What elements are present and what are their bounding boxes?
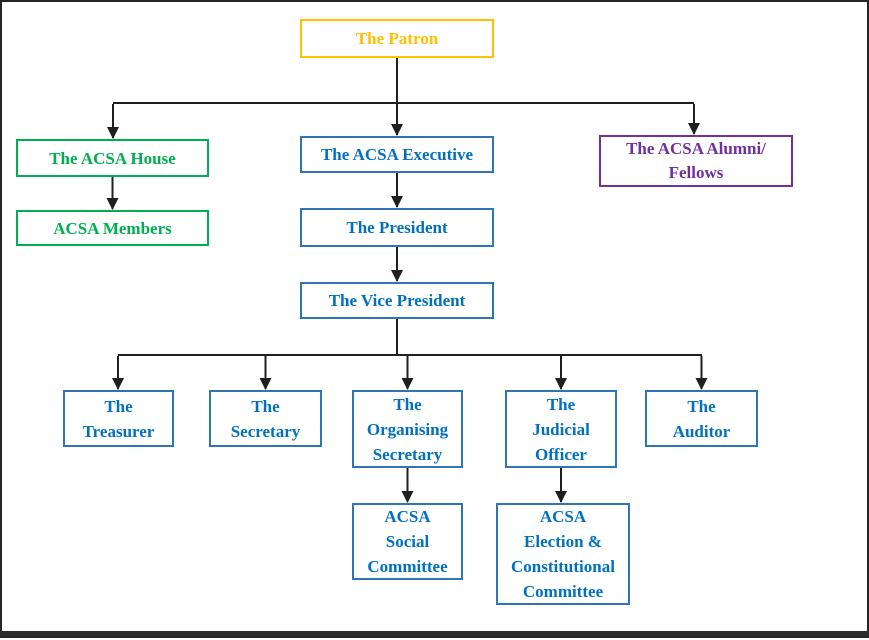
connector-patron-crossbar bbox=[113, 58, 702, 356]
node-acsa-executive: The ACSA Executive bbox=[300, 136, 494, 173]
node-president: The President bbox=[300, 208, 494, 247]
node-organising-secretary: The Organising Secretary bbox=[352, 390, 463, 468]
node-secretary-label: The Secretary bbox=[230, 396, 301, 441]
node-judicial-officer-label: The Judicial Officer bbox=[532, 394, 590, 464]
node-acsa-members: ACSA Members bbox=[16, 210, 209, 246]
node-acsa-alumni-fellows: The ACSA Alumni/ Fellows bbox=[599, 135, 793, 187]
node-acsa-executive-label: The ACSA Executive bbox=[320, 145, 474, 164]
node-treasurer-label: The Treasurer bbox=[82, 396, 155, 441]
node-judicial-officer: The Judicial Officer bbox=[505, 390, 617, 468]
node-acsa-members-label: ACSA Members bbox=[53, 218, 172, 238]
node-vice-president: The Vice President bbox=[300, 282, 494, 319]
node-secretary: The Secretary bbox=[209, 390, 322, 447]
node-acsa-house-label: The ACSA House bbox=[49, 148, 176, 168]
node-vice-president-label: The Vice President bbox=[328, 291, 466, 310]
node-acsa-alumni-fellows-label: The ACSA Alumni/ Fellows bbox=[626, 139, 766, 182]
node-acsa-election-constitutional-committee-label: ACSA Election & Constitutional Committee bbox=[511, 507, 615, 601]
node-acsa-election-constitutional-committee: ACSA Election & Constitutional Committee bbox=[496, 503, 630, 605]
node-auditor-label: The Auditor bbox=[672, 396, 731, 441]
node-auditor: The Auditor bbox=[645, 390, 758, 447]
node-organising-secretary-label: The Organising Secretary bbox=[366, 394, 449, 464]
node-patron-label: The Patron bbox=[355, 29, 439, 48]
node-acsa-social-committee-label: ACSA Social Committee bbox=[367, 507, 448, 576]
node-acsa-house: The ACSA House bbox=[16, 139, 209, 177]
node-treasurer: The Treasurer bbox=[63, 390, 174, 447]
page-border-bottom-bar bbox=[0, 631, 869, 636]
node-acsa-social-committee: ACSA Social Committee bbox=[352, 503, 463, 580]
node-president-label: The President bbox=[346, 218, 448, 237]
node-patron: The Patron bbox=[300, 19, 494, 58]
